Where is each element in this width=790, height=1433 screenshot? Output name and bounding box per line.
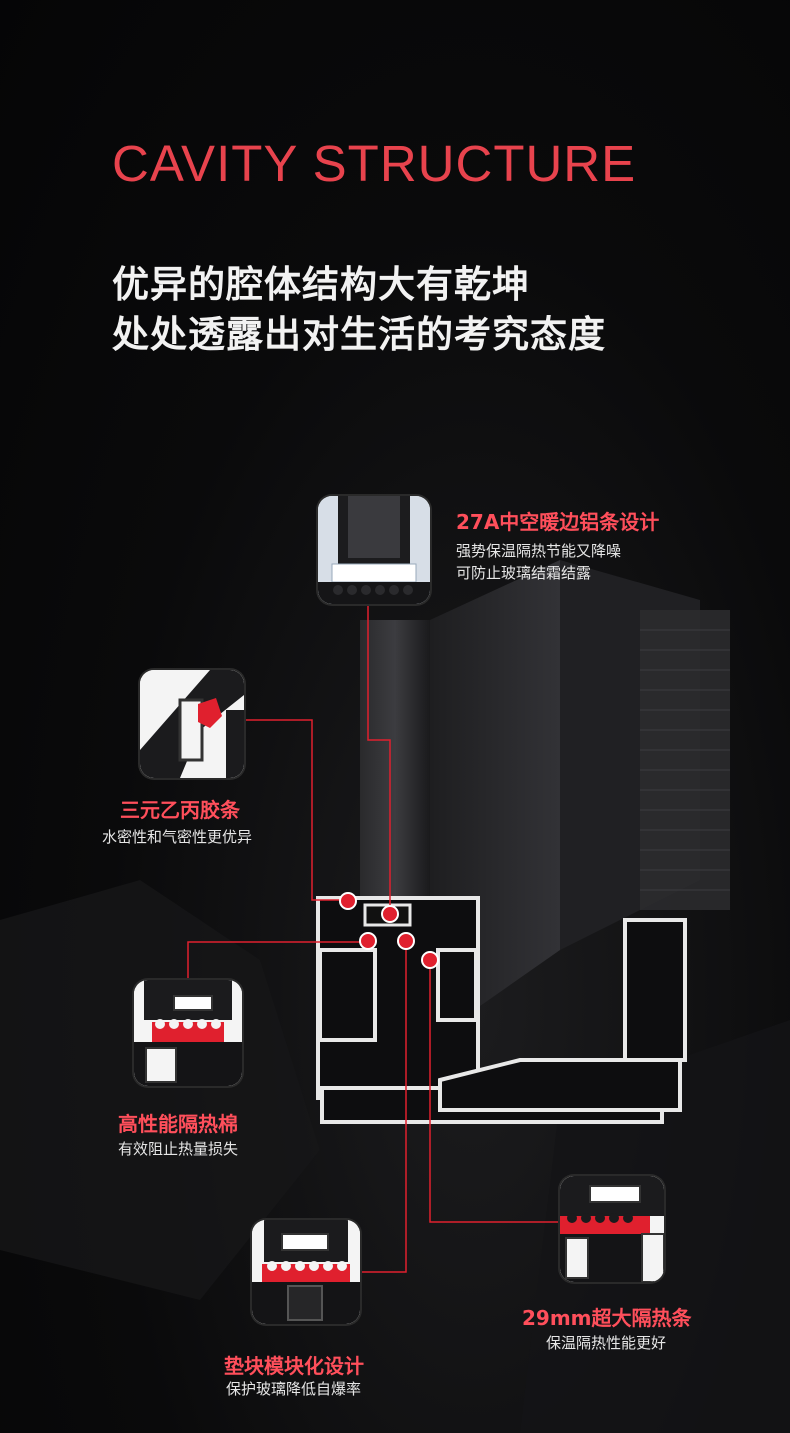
- connector-strip: [429, 960, 560, 1223]
- feature-title-epdm: 三元乙丙胶条: [120, 798, 240, 822]
- thumbnail-insulation-cotton: [134, 980, 242, 1086]
- mesh-screen: [640, 610, 730, 910]
- marker-warm-edge: [381, 905, 399, 923]
- feature-desc-spacer: 保护玻璃降低自爆率: [226, 1380, 362, 1398]
- feature-desc-warm-edge-2: 可防止玻璃结霜结露: [456, 564, 592, 582]
- marker-spacer: [397, 932, 415, 950]
- thumbnail-thermal-strip: [560, 1176, 664, 1282]
- feature-title-thermal-strip: 29mm超大隔热条: [522, 1306, 692, 1330]
- feature-desc-thermal-strip: 保温隔热性能更好: [546, 1334, 667, 1352]
- thumbnail-epdm-seal: [140, 670, 244, 778]
- feature-desc-insulation: 有效阻止热量损失: [118, 1140, 239, 1158]
- feature-title-warm-edge: 27A中空暖边铝条设计: [456, 510, 660, 534]
- headline-line-2: 处处透露出对生活的考究态度: [112, 313, 606, 356]
- feature-desc-epdm: 水密性和气密性更优异: [102, 828, 253, 846]
- thumbnail-spacer-block: [252, 1220, 360, 1324]
- section-eyebrow: CAVITY STRUCTURE: [112, 135, 637, 192]
- feature-title-spacer: 垫块模块化设计: [224, 1354, 364, 1378]
- marker-insulation: [359, 932, 377, 950]
- thumbnail-warm-edge: [318, 496, 430, 604]
- mesh-lines: [640, 629, 730, 891]
- connector-epdm: [245, 719, 348, 901]
- feature-title-insulation: 高性能隔热棉: [118, 1112, 238, 1136]
- headline: 优异的腔体结构大有乾坤 处处透露出对生活的考究态度: [112, 260, 606, 360]
- connector-warm-edge: [367, 605, 391, 912]
- background-rock-shape: [0, 880, 320, 1300]
- feature-desc-warm-edge-1: 强势保温隔热节能又降噪: [456, 542, 622, 560]
- marker-strip: [421, 951, 439, 969]
- profile-cross-section: [316, 896, 687, 1124]
- hotspot-markers: [339, 892, 439, 969]
- glass-panel: [360, 620, 430, 905]
- marker-epdm: [339, 892, 357, 910]
- headline-line-1: 优异的腔体结构大有乾坤: [112, 263, 530, 306]
